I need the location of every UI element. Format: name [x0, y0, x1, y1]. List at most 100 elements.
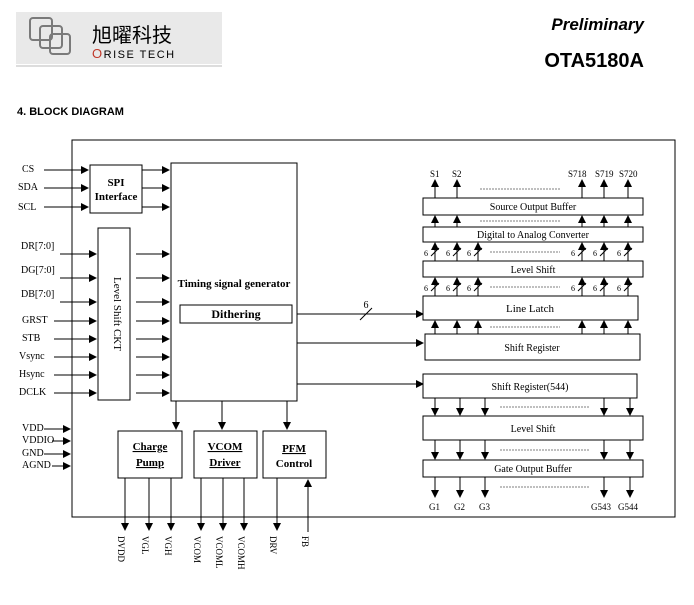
- svg-text:VDD: VDD: [22, 423, 44, 434]
- gate-buses: [431, 398, 634, 498]
- gate-output-buffer-block: Gate Output Buffer: [422, 459, 644, 478]
- timing-down-arrows: [172, 401, 291, 430]
- source-output-buffer-block: Source Output Buffer: [422, 197, 644, 216]
- svg-text:STB: STB: [22, 333, 41, 344]
- pfm-control-block: PFM Control: [262, 430, 327, 479]
- vcom-driver-line2: Driver: [209, 457, 240, 469]
- pin-s719: S719: [595, 169, 614, 179]
- chip-boundary: [71, 139, 676, 518]
- source-level-shift-block: Level Shift: [422, 260, 644, 278]
- svg-text:GRST: GRST: [22, 315, 48, 326]
- pin-g543: G543: [591, 502, 611, 512]
- left-input-pins: CS SDA SCL DR[7:0] DG[7:0] DB[7:0] GRST: [18, 164, 97, 471]
- part-number: OTA5180A: [544, 50, 644, 72]
- spi-label-line2: Interface: [95, 191, 138, 203]
- bottom-pins: [121, 478, 312, 532]
- bottom-pin-labels: DVDD VGL VGH VCOM VCOML VCOMH DRV FB: [116, 536, 310, 570]
- pin-dg: DG[7:0]: [21, 265, 97, 282]
- gate-level-shift-label: Level Shift: [511, 424, 556, 435]
- pin-cs: CS: [22, 164, 89, 175]
- pin-agnd: AGND: [22, 460, 71, 471]
- pin-db: DB[7:0]: [21, 289, 97, 306]
- svg-text:6: 6: [467, 249, 471, 258]
- pin-s1: S1: [430, 169, 440, 179]
- pin-hsync: Hsync: [19, 369, 97, 380]
- svg-text:DR[7:0]: DR[7:0]: [21, 241, 54, 252]
- gate-level-shift-block: Level Shift: [422, 415, 644, 441]
- source-buses: [430, 215, 633, 334]
- pin-vgl: VGL: [140, 536, 150, 555]
- svg-text:6: 6: [593, 249, 597, 258]
- vcom-driver-block: VCOM Driver: [193, 430, 258, 479]
- spi-to-timing-arrows: [142, 166, 170, 211]
- timing-signal-generator-block: Timing signal generator Dithering: [170, 162, 298, 402]
- svg-text:6: 6: [446, 249, 450, 258]
- svg-text:6: 6: [424, 284, 428, 293]
- pin-gnd: GND: [22, 448, 71, 459]
- svg-text:Vsync: Vsync: [19, 351, 45, 362]
- svg-text:6: 6: [571, 284, 575, 293]
- pfm-control-line2: Control: [276, 458, 312, 470]
- pin-fb: FB: [300, 536, 310, 547]
- svg-text:6: 6: [446, 284, 450, 293]
- ckt-to-timing-arrows: [136, 250, 170, 397]
- pin-vddio: VDDIO: [22, 435, 71, 446]
- source-shift-register-block: Shift Register: [424, 333, 641, 361]
- svg-text:CS: CS: [22, 164, 34, 175]
- pfm-control-line1: PFM: [282, 443, 306, 455]
- logo-emblem-icon: [29, 17, 71, 55]
- pin-g2: G2: [454, 502, 465, 512]
- svg-text:SDA: SDA: [18, 182, 39, 193]
- spi-label-line1: SPI: [107, 177, 124, 189]
- logo-latin-first: O: [92, 46, 104, 61]
- charge-pump-block: Charge Pump: [117, 430, 183, 479]
- section-title: 4. BLOCK DIAGRAM: [17, 106, 124, 118]
- pin-s720: S720: [619, 169, 638, 179]
- spi-interface-block: SPI Interface: [89, 164, 143, 214]
- level-shift-ckt-label: Level Shift CKT: [111, 277, 123, 351]
- svg-text:AGND: AGND: [22, 460, 51, 471]
- pin-vgh: VGH: [163, 536, 173, 556]
- pin-dvdd: DVDD: [116, 536, 126, 562]
- logo-cjk-text: 旭曜科技: [92, 23, 172, 47]
- pin-vcoml: VCOML: [214, 536, 224, 569]
- svg-text:Hsync: Hsync: [19, 369, 45, 380]
- timing-to-source-arrows: [297, 307, 424, 388]
- logo-latin-text: ORISE TECH: [92, 46, 176, 61]
- pin-sda: SDA: [18, 182, 89, 193]
- logo-latin-rest: RISE TECH: [104, 49, 176, 61]
- source-bus-width-labels: 6 6 6 6 6 6 6 6 6 6 6 6: [424, 249, 621, 293]
- pin-s2: S2: [452, 169, 462, 179]
- svg-text:VDDIO: VDDIO: [22, 435, 54, 446]
- pin-vsync: Vsync: [19, 351, 97, 362]
- dithering-block: [179, 304, 293, 324]
- pin-stb: STB: [22, 333, 97, 344]
- svg-text:6: 6: [593, 284, 597, 293]
- svg-text:6: 6: [617, 284, 621, 293]
- charge-pump-line1: Charge: [133, 441, 168, 453]
- svg-text:6: 6: [467, 284, 471, 293]
- gate-shift-register-label: Shift Register(544): [492, 382, 569, 393]
- status-label: Preliminary: [551, 15, 645, 34]
- svg-text:6: 6: [617, 249, 621, 258]
- gate-shift-register-block: Shift Register(544): [422, 373, 638, 399]
- source-output-buffer-label: Source Output Buffer: [490, 202, 577, 213]
- pin-scl: SCL: [18, 202, 89, 213]
- vcom-driver-line1: VCOM: [208, 441, 243, 453]
- source-output-pins: [431, 179, 632, 198]
- pin-g544: G544: [618, 502, 638, 512]
- pin-vcomh: VCOMH: [236, 536, 246, 570]
- pin-dclk: DCLK: [19, 387, 97, 398]
- pin-dr: DR[7:0]: [21, 241, 97, 258]
- line-latch-block: Line Latch: [422, 295, 639, 321]
- dac-block: Digital to Analog Converter: [422, 226, 644, 243]
- timing-label: Timing signal generator: [178, 278, 291, 290]
- company-logo: 旭曜科技 ORISE TECH: [16, 12, 222, 64]
- pin-vcom: VCOM: [192, 536, 202, 563]
- svg-text:SCL: SCL: [18, 202, 36, 213]
- svg-text:DG[7:0]: DG[7:0]: [21, 265, 55, 276]
- line-latch-label: Line Latch: [506, 303, 554, 315]
- source-shift-register-label: Shift Register: [504, 343, 560, 354]
